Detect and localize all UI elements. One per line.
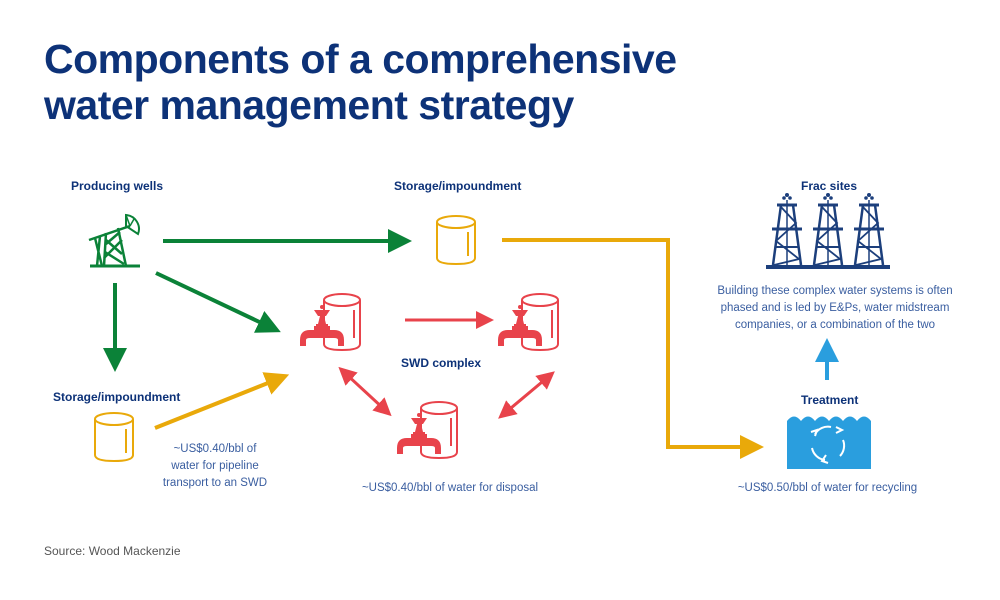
label-treatment: Treatment [801, 393, 859, 407]
arrow-storage-left-to-swd [154, 372, 290, 430]
label-producing-wells: Producing wells [71, 179, 164, 193]
title-line-2: water management strategy [44, 82, 574, 128]
storage-tank-left-icon [94, 412, 134, 462]
drilling-rig-icon-1 [764, 191, 810, 271]
label-swd-complex: SWD complex [401, 356, 482, 370]
swd-unit-1-icon [299, 293, 361, 351]
note-frac-line-2: phased and is led by E&Ps, water midstre… [720, 302, 950, 314]
drilling-rig-icon-3 [846, 191, 892, 271]
drilling-rig-icon-2 [805, 191, 851, 271]
arrow-swd-1-swd-3 [338, 366, 392, 417]
swd-unit-3-icon [396, 401, 458, 459]
arrow-wells-to-swd [155, 271, 281, 333]
note-pipeline-line-3: transport to an SWD [162, 477, 268, 489]
swd-unit-2-icon [497, 293, 559, 351]
label-storage-top: Storage/impoundment [394, 179, 522, 193]
storage-tank-top-icon [436, 215, 476, 265]
arrow-swd-2-swd-3 [498, 371, 555, 419]
note-disposal: ~US$0.40/bbl of water for disposal [361, 482, 539, 494]
pumpjack-icon [88, 213, 140, 268]
note-pipeline: ~US$0.40/bbl of water for pipeline trans… [150, 441, 280, 492]
note-recycling: ~US$0.50/bbl of water for recycling [737, 482, 918, 494]
label-frac-sites: Frac sites [801, 179, 858, 193]
water-recycle-icon [787, 416, 871, 469]
title-line-1: Components of a comprehensive [44, 36, 677, 82]
page-title: Components of a comprehensive water mana… [44, 36, 677, 128]
arrow-storage-top-to-treatment [502, 238, 764, 459]
note-frac-line-3: companies, or a combination of the two [734, 319, 936, 331]
note-frac-line-1: Building these complex water systems is … [717, 285, 953, 297]
source-note: Source: Wood Mackenzie [44, 544, 181, 558]
note-frac: Building these complex water systems is … [700, 283, 970, 334]
label-storage-left: Storage/impoundment [53, 390, 181, 404]
note-pipeline-line-2: water for pipeline [171, 460, 259, 472]
note-pipeline-line-1: ~US$0.40/bbl of [173, 443, 257, 455]
